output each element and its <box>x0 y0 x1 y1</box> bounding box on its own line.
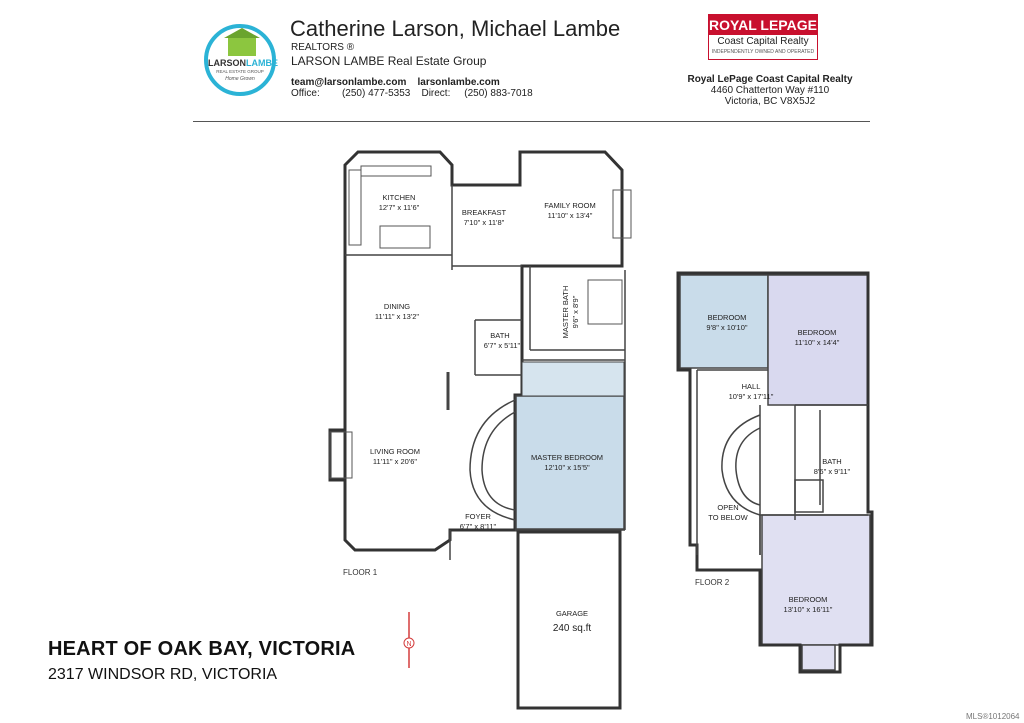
breakfast-label: BREAKFAST <box>462 208 507 217</box>
royal-lepage-wordmark: ROYAL LEPAGE <box>709 15 817 35</box>
f2-bedroom1-label: BEDROOM <box>708 313 747 322</box>
listing-address: 2317 WINDSOR RD, VICTORIA <box>48 666 278 683</box>
foyer-dims: 6'7" x 8'11" <box>460 522 497 531</box>
garage-label: GARAGE <box>556 609 588 618</box>
f2-bedroom2-dims: 11'10" x 14'4" <box>795 338 840 347</box>
master-bedroom-fill <box>515 395 625 530</box>
royal-lepage-tagline: INDEPENDENTLY OWNED AND OPERATED <box>711 49 815 55</box>
f2-bedroom2-fill <box>767 274 869 406</box>
f2-bedroom2-label: BEDROOM <box>798 328 837 337</box>
logo-tagline: Home Grown <box>225 76 255 82</box>
open-to-below-sub: TO BELOW <box>708 513 748 522</box>
floor1-label: FLOOR 1 <box>343 568 378 577</box>
master-bath-label: MASTER BATH <box>561 286 570 339</box>
f2-bedroom3-dims: 13'10" x 16'11" <box>784 605 833 614</box>
floor2-outline <box>676 271 874 674</box>
brokerage-address: Royal LePage Coast Capital Realty 4460 C… <box>650 74 890 107</box>
house-icon <box>224 28 260 56</box>
brokerage-name: Royal LePage Coast Capital Realty <box>687 74 853 85</box>
bath-dims: 6'7" x 5'11" <box>484 341 521 350</box>
living-room-label: LIVING ROOM <box>370 447 420 456</box>
office-label: Office: <box>291 88 320 99</box>
foyer-label: FOYER <box>465 512 491 521</box>
group-name: LARSON LAMBE Real Estate Group <box>291 54 487 68</box>
master-bath-dims: 9'6" x 8'9" <box>571 295 580 328</box>
listing-title: HEART OF OAK BAY, VICTORIA <box>48 638 356 660</box>
hall-dims: 10'9" x 17'11" <box>729 392 774 401</box>
contact-phone-row: Office: (250) 477-5353 Direct: (250) 883… <box>291 88 533 99</box>
breakfast-dims: 7'10" x 11'8" <box>464 218 505 227</box>
garage-outline <box>516 530 622 710</box>
f2-bedroom3-fill <box>761 514 871 646</box>
mls-number: MLS®1012064 <box>966 712 1020 721</box>
dining-label: DINING <box>384 302 410 311</box>
kitchen-dims: 12'7" x 11'6" <box>379 203 420 212</box>
brokerage-city: Victoria, BC V8X5J2 <box>724 96 816 107</box>
logo-name: LARSONLAMBE <box>208 58 278 68</box>
family-room-dims: 11'10" x 13'4" <box>548 211 593 220</box>
direct-label: Direct: <box>421 88 451 99</box>
contact-web-row: team@larsonlambe.com larsonlambe.com <box>291 77 500 88</box>
realtors-label: REALTORS ® <box>291 42 355 53</box>
f2-bath-label: BATH <box>822 457 841 466</box>
larson-lambe-logo: LARSONLAMBE REAL ESTATE GROUP Home Grown <box>204 24 278 96</box>
royal-lepage-logo: ROYAL LEPAGE Coast Capital Realty INDEPE… <box>708 14 818 60</box>
master-bedroom-label: MASTER BEDROOM <box>531 453 603 462</box>
open-to-below-label: OPEN <box>717 503 738 512</box>
brokerage-street: 4460 Chatterton Way #110 <box>710 85 830 96</box>
f2-bedroom1-fill <box>679 274 769 369</box>
email-link[interactable]: team@larsonlambe.com <box>291 77 407 88</box>
kitchen-label: KITCHEN <box>383 193 416 202</box>
header-divider <box>193 121 870 122</box>
master-closet-fill <box>521 361 625 397</box>
office-phone: (250) 477-5353 <box>341 88 411 99</box>
family-room-label: FAMILY ROOM <box>544 201 595 210</box>
website-link[interactable]: larsonlambe.com <box>417 77 500 88</box>
master-bedroom-dims: 12'10" x 15'5" <box>544 463 590 472</box>
f2-bath-dims: 8'6" x 9'11" <box>814 467 851 476</box>
compass-icon: N <box>403 612 415 668</box>
agent-names: Catherine Larson, Michael Lambe <box>290 16 621 41</box>
bath-label: BATH <box>490 331 509 340</box>
hall-label: HALL <box>742 382 761 391</box>
royal-lepage-office: Coast Capital Realty <box>717 36 809 47</box>
f2-bedroom1-dims: 9'8" x 10'10" <box>706 323 747 332</box>
living-room-dims: 11'11" x 20'6" <box>373 457 418 466</box>
direct-phone: (250) 883-7018 <box>464 88 533 99</box>
f2-bedroom3-label: BEDROOM <box>789 595 828 604</box>
floor2-label: FLOOR 2 <box>695 578 730 587</box>
garage-dims: 240 sq.ft <box>553 623 592 634</box>
logo-subtitle: REAL ESTATE GROUP <box>216 69 264 74</box>
dining-dims: 11'11" x 13'2" <box>375 312 420 321</box>
compass-north: N <box>406 641 411 648</box>
